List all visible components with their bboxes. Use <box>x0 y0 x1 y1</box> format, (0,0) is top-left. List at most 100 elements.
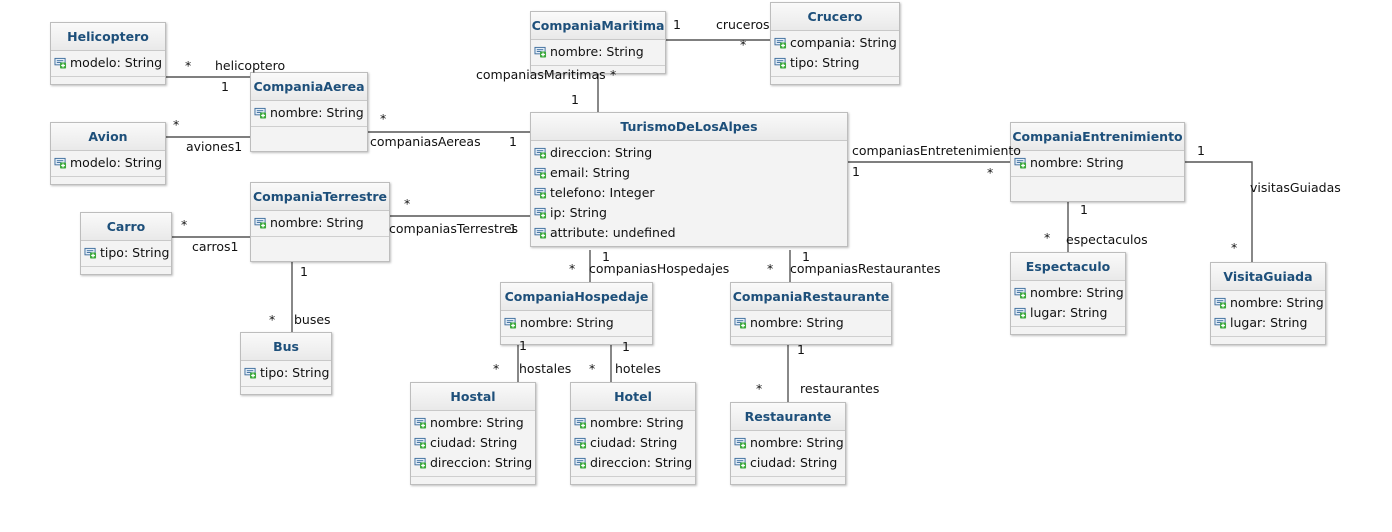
class-hostal[interactable]: Hostal nombre: String ciudad: String dir… <box>410 382 536 485</box>
attribute[interactable]: modelo: String <box>51 53 165 73</box>
class-compania-restaurante[interactable]: CompaniaRestaurante nombre: String <box>730 282 892 345</box>
class-hotel[interactable]: Hotel nombre: String ciudad: String dire… <box>570 382 696 485</box>
attribute-icon <box>534 46 547 58</box>
multiplicity-label: * <box>610 67 617 82</box>
role-label: hostales <box>519 361 572 376</box>
attribute[interactable]: lugar: String <box>1011 303 1125 323</box>
attribute[interactable]: ciudad: String <box>571 433 695 453</box>
class-name: Hotel <box>571 383 695 411</box>
multiplicity-label: 1 <box>602 249 610 264</box>
class-carro[interactable]: Carro tipo: String <box>80 212 172 275</box>
multiplicity-label: 1 <box>852 164 860 179</box>
attribute-icon <box>414 417 427 429</box>
attribute-text: nombre: String <box>270 105 364 120</box>
class-avion[interactable]: Avion modelo: String <box>50 122 166 185</box>
attribute[interactable]: ip: String <box>531 203 847 223</box>
multiplicity-label: 1 <box>571 92 579 107</box>
class-name: CompaniaTerrestre <box>251 183 389 211</box>
attribute[interactable]: nombre: String <box>731 313 891 333</box>
class-name: Avion <box>51 123 165 151</box>
class-name: CompaniaHospedaje <box>501 283 652 311</box>
multiplicity-label: 1 <box>221 79 229 94</box>
attribute-text: nombre: String <box>430 415 524 430</box>
attribute[interactable]: nombre: String <box>251 103 367 123</box>
attribute[interactable]: tipo: String <box>81 243 171 263</box>
class-compania-terrestre[interactable]: CompaniaTerrestre nombre: String <box>250 182 390 262</box>
attribute[interactable]: tipo: String <box>241 363 331 383</box>
attribute-text: direccion: String <box>430 455 533 470</box>
attribute-text: tipo: String <box>790 55 860 70</box>
class-compania-hospedaje[interactable]: CompaniaHospedaje nombre: String <box>500 282 653 345</box>
multiplicity-label: * <box>269 312 276 327</box>
operations-compartment <box>411 477 535 484</box>
multiplicity-label: * <box>173 117 180 132</box>
class-visita-guiada[interactable]: VisitaGuiada nombre: String lugar: Strin… <box>1210 262 1326 345</box>
multiplicity-label: * <box>1044 230 1051 245</box>
attribute[interactable]: nombre: String <box>1211 293 1325 313</box>
attribute-text: ciudad: String <box>430 435 518 450</box>
operations-compartment <box>51 77 165 84</box>
attribute[interactable]: ciudad: String <box>411 433 535 453</box>
multiplicity-label: 1 <box>509 221 517 236</box>
attribute[interactable]: ciudad: String <box>731 453 845 473</box>
attribute-text: lugar: String <box>1230 315 1308 330</box>
attribute[interactable]: direccion: String <box>531 143 847 163</box>
class-crucero[interactable]: Crucero compania: String tipo: String <box>770 2 900 85</box>
role-label: visitasGuiadas <box>1250 180 1341 195</box>
attribute-icon <box>84 247 97 259</box>
attribute-icon <box>534 187 547 199</box>
attribute[interactable]: nombre: String <box>571 413 695 433</box>
attribute-text: attribute: undefined <box>550 225 676 240</box>
multiplicity-label: * <box>569 261 576 276</box>
operations-compartment <box>251 237 389 244</box>
class-compania-aerea[interactable]: CompaniaAerea nombre: String <box>250 72 368 152</box>
multiplicity-label: * <box>740 37 747 52</box>
role-label: carros1 <box>192 239 239 254</box>
attribute[interactable]: attribute: undefined <box>531 223 847 243</box>
role-label: aviones1 <box>186 139 243 154</box>
class-compania-maritima[interactable]: CompaniaMaritima nombre: String <box>530 11 666 74</box>
class-turismo-de-los-alpes[interactable]: TurismoDeLosAlpes direccion: String emai… <box>530 112 848 247</box>
attribute[interactable]: direccion: String <box>571 453 695 473</box>
attribute-icon <box>1014 157 1027 169</box>
attribute-text: nombre: String <box>1030 285 1124 300</box>
attribute-text: nombre: String <box>270 215 364 230</box>
class-espectaculo[interactable]: Espectaculo nombre: String lugar: String <box>1010 252 1126 335</box>
class-compania-entretenimiento[interactable]: CompaniaEntrenimiento nombre: String <box>1010 122 1185 202</box>
role-label: cruceros <box>716 17 770 32</box>
multiplicity-label: * <box>185 58 192 73</box>
attribute[interactable]: direccion: String <box>411 453 535 473</box>
class-name: Carro <box>81 213 171 241</box>
class-name: Helicoptero <box>51 23 165 51</box>
attribute-icon <box>534 227 547 239</box>
role-label: companiasTerrestres <box>389 221 519 236</box>
attribute[interactable]: telefono: Integer <box>531 183 847 203</box>
class-bus[interactable]: Bus tipo: String <box>240 332 332 395</box>
class-restaurante[interactable]: Restaurante nombre: String ciudad: Strin… <box>730 402 846 485</box>
role-label: companiasAereas <box>370 134 481 149</box>
attribute[interactable]: nombre: String <box>531 42 665 62</box>
attribute[interactable]: modelo: String <box>51 153 165 173</box>
role-label: hoteles <box>615 361 661 376</box>
attribute-icon <box>734 437 747 449</box>
attribute[interactable]: email: String <box>531 163 847 183</box>
multiplicity-label: * <box>767 261 774 276</box>
attribute[interactable]: nombre: String <box>1011 283 1125 303</box>
attribute-icon <box>534 167 547 179</box>
class-name: CompaniaRestaurante <box>731 283 891 311</box>
role-label: companiasRestaurantes <box>790 261 941 276</box>
attribute[interactable]: compania: String <box>771 33 899 53</box>
attribute[interactable]: nombre: String <box>731 433 845 453</box>
attribute[interactable]: nombre: String <box>1011 153 1184 173</box>
attribute[interactable]: nombre: String <box>411 413 535 433</box>
attribute-text: nombre: String <box>550 44 644 59</box>
attribute[interactable]: nombre: String <box>501 313 652 333</box>
attribute-icon <box>774 57 787 69</box>
attribute-text: tipo: String <box>260 365 330 380</box>
class-helicoptero[interactable]: Helicoptero modelo: String <box>50 22 166 85</box>
attribute[interactable]: nombre: String <box>251 213 389 233</box>
attribute[interactable]: tipo: String <box>771 53 899 73</box>
attribute[interactable]: lugar: String <box>1211 313 1325 333</box>
role-label: helicoptero <box>215 58 286 73</box>
attribute-text: direccion: String <box>550 145 653 160</box>
